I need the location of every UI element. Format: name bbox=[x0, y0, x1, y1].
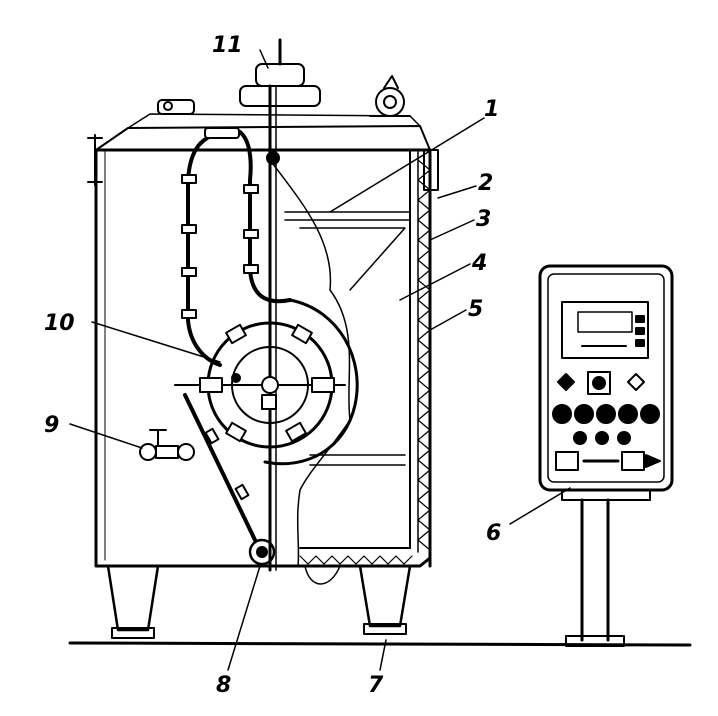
leader-lines bbox=[69, 49, 571, 671]
tank-body bbox=[87, 113, 432, 568]
ring-manifold bbox=[174, 298, 359, 466]
callout-labels: 1 2 3 4 5 6 7 8 9 10 11 bbox=[44, 33, 501, 698]
callout-6: 6 bbox=[486, 521, 501, 546]
callout-7: 7 bbox=[368, 673, 384, 698]
callout-10: 10 bbox=[44, 311, 75, 336]
panel-stand bbox=[561, 489, 651, 647]
ground-line bbox=[68, 641, 692, 647]
central-shaft bbox=[266, 84, 280, 572]
sample-valve bbox=[139, 429, 195, 461]
control-panel bbox=[538, 264, 674, 492]
callout-9: 9 bbox=[44, 413, 59, 438]
circulation-pipe bbox=[181, 127, 292, 367]
cutaway-edge bbox=[269, 159, 351, 567]
callout-2: 2 bbox=[478, 171, 493, 196]
callout-4: 4 bbox=[471, 251, 487, 276]
callout-5: 5 bbox=[468, 297, 483, 322]
insulation-jacket bbox=[296, 148, 439, 568]
callout-11: 11 bbox=[212, 33, 243, 58]
top-fittings bbox=[157, 38, 411, 117]
callout-8: 8 bbox=[216, 673, 231, 698]
callout-3: 3 bbox=[476, 207, 491, 232]
inner-vessel bbox=[284, 149, 419, 553]
callout-1: 1 bbox=[484, 97, 499, 122]
drain-pipe bbox=[183, 393, 276, 566]
tank-legs bbox=[106, 564, 412, 639]
